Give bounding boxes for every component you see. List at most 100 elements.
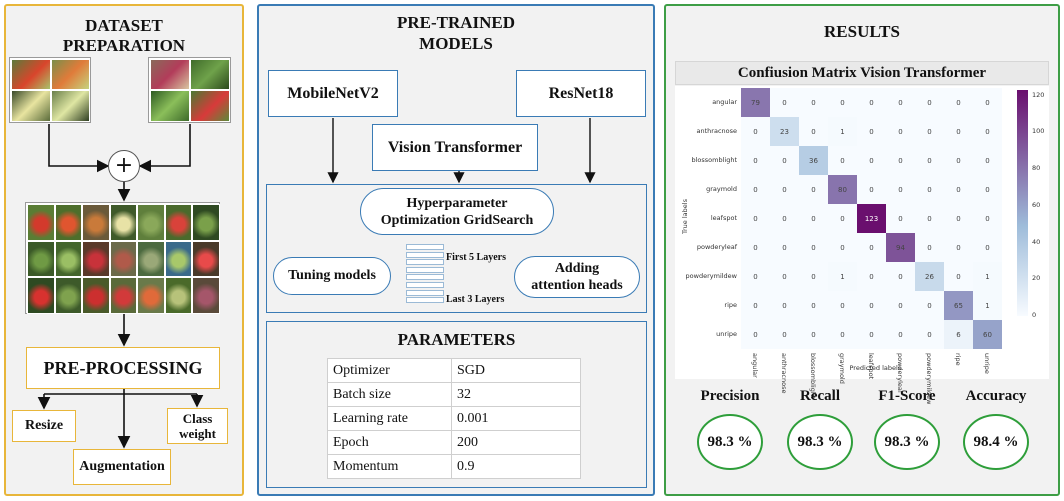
augmentation-box: Augmentation	[73, 449, 171, 485]
colorbar-tick-label: 20	[1032, 274, 1041, 283]
heatmap-cell: 0	[828, 88, 857, 117]
heatmap-cell: 79	[741, 88, 770, 117]
parameter-value: 0.9	[451, 454, 581, 479]
metric-label: Precision	[700, 388, 760, 404]
heatmap-cell: 0	[973, 117, 1002, 146]
dataset-thumbnail	[164, 240, 192, 277]
y-tick-label: unripe	[716, 329, 737, 338]
heatmap-cell: 1	[828, 117, 857, 146]
dataset-thumbnail	[137, 277, 165, 314]
heatmap-cell: 0	[799, 175, 828, 204]
gridsearch-pill: Hyperparameter Optimization GridSearch	[360, 188, 554, 235]
heatmap-cell: 94	[886, 233, 915, 262]
parameter-value: 32	[451, 382, 581, 407]
parameter-name: Epoch	[327, 430, 452, 455]
hyper-line2: Optimization GridSearch	[380, 212, 534, 228]
dataset-thumbnail	[27, 204, 55, 241]
metric-value: 98.3 %	[707, 433, 753, 450]
heatmap-cell: 0	[915, 320, 944, 349]
attention-line1: Adding	[554, 261, 600, 276]
dataset-thumbnail	[109, 277, 137, 314]
layer-stack	[406, 244, 444, 306]
class-weight-line2: weight	[179, 426, 216, 441]
dataset-thumbnail	[27, 240, 55, 277]
colorbar-tick-label: 120	[1032, 90, 1045, 99]
parameter-name: Batch size	[327, 382, 452, 407]
dataset-thumbnail	[192, 240, 220, 277]
last-layers-label: Last 3 Layers	[446, 294, 505, 305]
dataset-thumbnail	[54, 277, 82, 314]
heatmap-cell: 0	[886, 262, 915, 291]
dataset-thumbnail	[54, 240, 82, 277]
heatmap-cell: 0	[770, 320, 799, 349]
y-tick-label: leafspot	[710, 213, 737, 222]
heatmap-cell: 0	[944, 88, 973, 117]
heatmap-cell: 0	[973, 233, 1002, 262]
dataset-thumbnail	[164, 277, 192, 314]
resnet-box: ResNet18	[516, 70, 646, 117]
heatmap-cell: 0	[799, 262, 828, 291]
heatmap-cell: 0	[741, 117, 770, 146]
heatmap-cell: 6	[944, 320, 973, 349]
metric-label: F1-Score	[878, 388, 936, 404]
heatmap-cell: 0	[886, 146, 915, 175]
dataset-thumbnail	[82, 240, 110, 277]
heatmap-cell: 0	[915, 204, 944, 233]
parameter-value: 0.001	[451, 406, 581, 431]
heatmap-cell: 0	[770, 175, 799, 204]
dataset-thumbnail	[54, 204, 82, 241]
heatmap-cell: 0	[770, 233, 799, 262]
vit-box: Vision Transformer	[372, 124, 538, 171]
heatmap-cell: 0	[857, 88, 886, 117]
augmentation-label: Augmentation	[79, 459, 165, 474]
dataset-thumbnail	[109, 204, 137, 241]
heatmap-cell: 0	[944, 146, 973, 175]
metric-value-circle: 98.3 %	[874, 414, 940, 470]
first-layers-label: First 5 Layers	[446, 252, 506, 263]
heatmap-cell: 0	[886, 117, 915, 146]
heatmap-cell: 0	[886, 175, 915, 204]
heatmap-cell: 0	[799, 320, 828, 349]
dataset-thumbnail	[109, 240, 137, 277]
heatmap-cell: 0	[828, 320, 857, 349]
models-title-line1: PRE-TRAINED	[396, 13, 516, 32]
heatmap-cell: 0	[944, 117, 973, 146]
dataset-thumbnail	[192, 204, 220, 241]
heatmap-cell: 0	[828, 204, 857, 233]
results-title: RESULTS	[824, 22, 900, 41]
y-tick-label: ripe	[724, 300, 737, 309]
models-title-line2: MODELS	[419, 34, 493, 53]
x-axis-label: Predicted labels	[849, 364, 902, 372]
heatmap-cell: 0	[944, 204, 973, 233]
heatmap-cell: 1	[973, 291, 1002, 320]
parameter-name: Optimizer	[327, 358, 452, 383]
y-tick-label: graymold	[706, 184, 737, 193]
metric-label: Accuracy	[965, 388, 1027, 404]
heatmap-cell: 0	[828, 233, 857, 262]
layer-bar	[406, 274, 444, 281]
heatmap-cell: 0	[857, 320, 886, 349]
combine-plus-icon: +	[108, 150, 140, 182]
colorbar-tick-label: 80	[1032, 164, 1041, 172]
dataset-thumbnail	[192, 277, 220, 314]
parameter-value: 200	[451, 430, 581, 455]
parameter-name: Learning rate	[327, 406, 452, 431]
heatmap-cell: 0	[770, 262, 799, 291]
y-tick-label: anthracnose	[696, 126, 737, 135]
dataset-thumbnail	[82, 277, 110, 314]
heatmap-cell: 0	[770, 88, 799, 117]
hyper-line1: Hyperparameter	[406, 195, 508, 211]
x-tick-label: angular	[750, 353, 759, 378]
y-tick-label: powderymildew	[685, 271, 737, 280]
layer-bar	[406, 251, 444, 258]
mobilenet-label: MobileNetV2	[287, 84, 379, 102]
metric-value-circle: 98.3 %	[787, 414, 853, 470]
heatmap-cell: 0	[857, 262, 886, 291]
metric-value: 98.3 %	[884, 433, 930, 450]
layer-bar	[406, 259, 444, 266]
